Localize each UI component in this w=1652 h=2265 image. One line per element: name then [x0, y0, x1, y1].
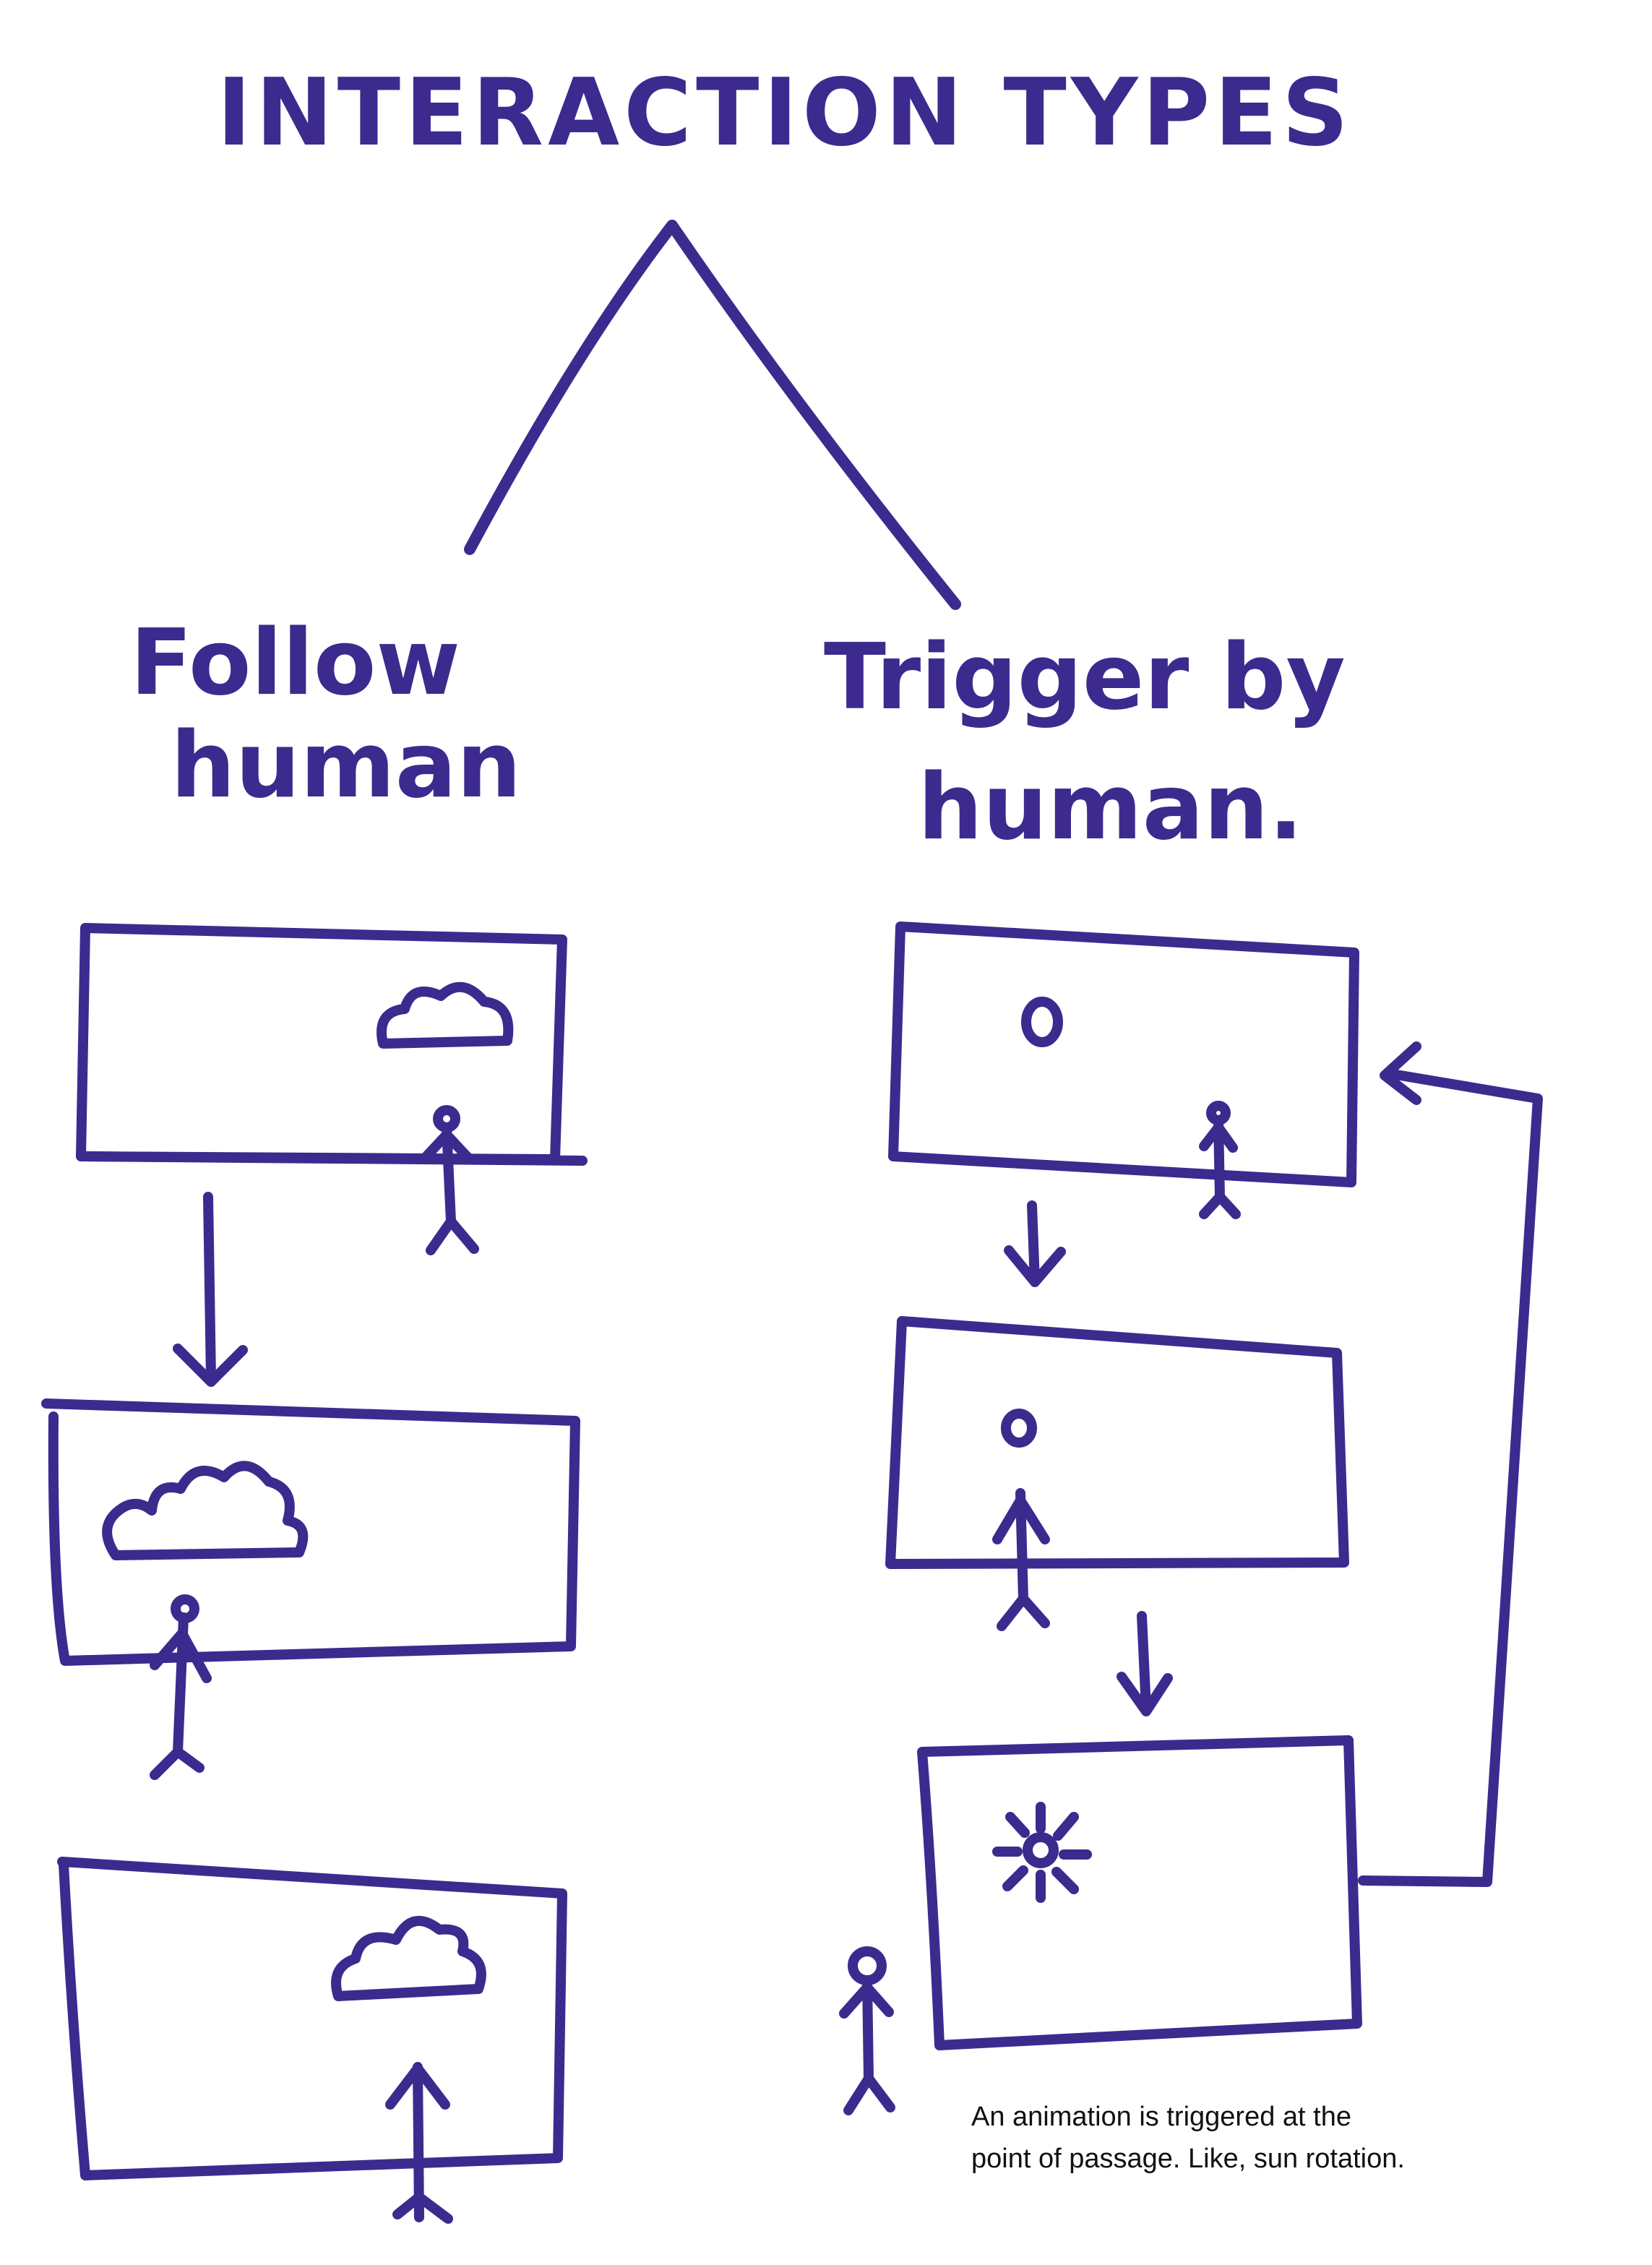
note-line-2: point of passage. Like, sun rotation.	[971, 2144, 1405, 2174]
trigger-frame-3	[917, 1735, 1362, 2050]
moon-icon	[1021, 997, 1063, 1047]
follow-human-label-line2: human	[171, 712, 521, 818]
stick-figure-icon	[421, 1105, 479, 1255]
stick-figure-icon	[150, 1594, 212, 1780]
stick-figure-icon	[992, 1488, 1050, 1631]
cloud-icon	[102, 1461, 309, 1560]
moon-icon	[1001, 1409, 1037, 1448]
follow-human-label-line1: Follow	[130, 609, 460, 715]
loop-arrow-icon	[1358, 1041, 1543, 1887]
diagram-title: INTERACTION TYPES	[217, 59, 1353, 167]
stick-figure-icon	[1199, 1101, 1241, 1219]
cloud-icon	[377, 981, 514, 1049]
follow-frame-1	[76, 923, 588, 1255]
stick-figure-icon	[839, 1946, 895, 2115]
trigger-by-human-label-line2: human.	[918, 754, 1303, 860]
follow-frame-2	[41, 1398, 580, 1780]
trigger-by-human-label-line1: Trigger by	[824, 624, 1346, 730]
stick-figure-icon	[385, 2062, 453, 2224]
annotation-note: An animation is triggered at the point o…	[971, 2096, 1549, 2180]
follow-frame-3	[57, 1857, 567, 2224]
cloud-icon	[331, 1915, 486, 2001]
arrow-down-icon	[173, 1192, 248, 1387]
note-line-1: An animation is triggered at the	[971, 2102, 1351, 2132]
trigger-frame-1	[888, 921, 1359, 1219]
trigger-frame-2	[885, 1316, 1349, 1631]
branch-lines	[464, 220, 961, 610]
sun-icon	[992, 1802, 1092, 1903]
arrow-down-icon	[1117, 1611, 1173, 1716]
arrow-down-icon	[1004, 1200, 1066, 1287]
